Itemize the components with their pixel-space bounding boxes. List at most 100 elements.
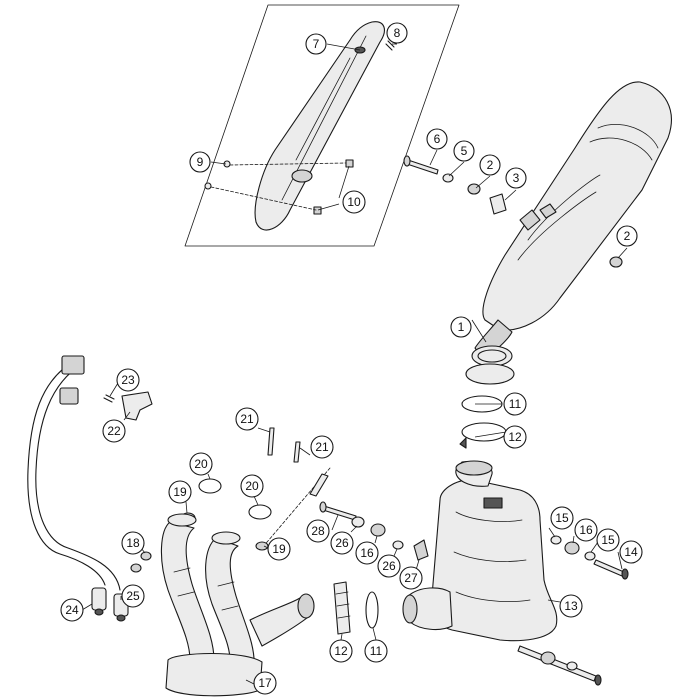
header-welds (173, 567, 239, 611)
nut-18b (130, 563, 142, 573)
callout-14: 14 (619, 540, 643, 564)
grommet-16a (370, 523, 386, 537)
grommet-16b (564, 541, 580, 555)
sensor-tip-b (116, 614, 126, 622)
callout-label: 11 (370, 644, 383, 658)
silencer-inlet-inner (477, 349, 507, 363)
sensor-bracket (103, 391, 153, 421)
callout-11-lower: 11 (364, 639, 388, 663)
callout-18: 18 (121, 531, 145, 555)
silencer (471, 81, 672, 367)
callout-label: 17 (258, 676, 272, 690)
clamp-12 (461, 422, 507, 442)
gasket-20a (198, 478, 222, 494)
spacer-3 (489, 193, 507, 215)
callout-7: 7 (305, 33, 327, 55)
callout-label: 27 (404, 571, 418, 585)
bracket-27 (413, 539, 429, 561)
callout-1: 1 (450, 316, 472, 338)
callout-label: 14 (624, 545, 638, 559)
connector-a (61, 355, 85, 375)
washer-15a (550, 535, 562, 545)
callout-22: 22 (102, 419, 126, 443)
sensor-tip-a (94, 608, 104, 616)
callout-label: 23 (121, 373, 135, 387)
sleeve-12 (333, 581, 351, 635)
washer-5 (442, 173, 454, 183)
callout-label: 25 (126, 589, 140, 603)
callout-label: 2 (624, 229, 631, 243)
grommet-2a (467, 183, 481, 195)
callout-2-right: 2 (616, 225, 638, 247)
callout-3: 3 (505, 167, 527, 189)
callout-label: 19 (272, 542, 286, 556)
bolt-14-head (621, 568, 629, 580)
callout-19-left: 19 (168, 480, 192, 504)
inset-frame (184, 4, 460, 247)
callout-label: 15 (555, 511, 569, 525)
callout-26-right: 26 (377, 554, 401, 578)
ring-sleeve-top (465, 363, 515, 385)
callout-label: 3 (513, 171, 520, 185)
callout-28: 28 (306, 519, 330, 543)
callout-label: 13 (564, 599, 578, 613)
studs (261, 427, 331, 549)
callout-label: 1 (458, 320, 465, 334)
callout-label: 2 (487, 158, 494, 172)
callout-6: 6 (426, 128, 448, 150)
silencer-clamp-rings (459, 363, 515, 449)
pre-muffler (402, 460, 558, 642)
harness-cable-b (35, 363, 121, 591)
washer-lower (566, 661, 578, 671)
pre-muffler-outlet-rim (402, 594, 418, 624)
callout-label: 7 (313, 37, 320, 51)
callout-2: 2 (479, 154, 501, 176)
pre-muffler-label (483, 497, 503, 509)
clamp-12-tab (459, 437, 467, 449)
screw-23 (103, 394, 115, 403)
callout-label: 5 (461, 144, 468, 158)
bolt-28 (322, 505, 357, 521)
callout-label: 8 (394, 26, 401, 40)
callout-24: 24 (60, 598, 84, 622)
callout-label: 18 (126, 536, 140, 550)
nut-10b (313, 206, 322, 215)
sensor-probe-a (91, 587, 107, 611)
ring-11 (365, 591, 379, 629)
silencer-bands (589, 124, 659, 161)
silencer-mount-hardware (403, 155, 623, 268)
callout-label: 26 (382, 559, 396, 573)
pre-muffler-outlet (407, 587, 453, 631)
header-collector (165, 653, 263, 697)
callout-label: 21 (315, 440, 329, 454)
washer-26b (392, 540, 404, 550)
callout-label: 12 (334, 644, 348, 658)
header-pipes (160, 513, 315, 697)
callout-16-left: 16 (355, 541, 379, 565)
pre-muffler-contours (453, 511, 531, 602)
callout-17: 17 (253, 671, 277, 695)
stud-21b (293, 441, 301, 463)
grommet-lower (540, 651, 556, 665)
callout-10: 10 (342, 190, 366, 214)
silencer-body (482, 81, 672, 331)
bolt-14 (593, 559, 625, 577)
callout-13: 13 (559, 594, 583, 618)
callout-label: 28 (311, 524, 325, 538)
callout-label: 12 (508, 430, 522, 444)
header-outlet (297, 593, 315, 619)
callout-label: 20 (194, 457, 208, 471)
sleeve-12-ribs (335, 591, 351, 619)
callout-23: 23 (116, 368, 140, 392)
callout-20-right: 20 (240, 474, 264, 498)
bolt-28-head (319, 501, 327, 513)
callout-15-left: 15 (550, 506, 574, 530)
connector-b (59, 387, 79, 405)
bracket-22 (121, 391, 153, 421)
inset-dashes (210, 162, 347, 211)
callout-11-upper: 11 (503, 392, 527, 416)
callout-12-upper: 12 (503, 425, 527, 449)
callout-20-left: 20 (189, 452, 213, 476)
